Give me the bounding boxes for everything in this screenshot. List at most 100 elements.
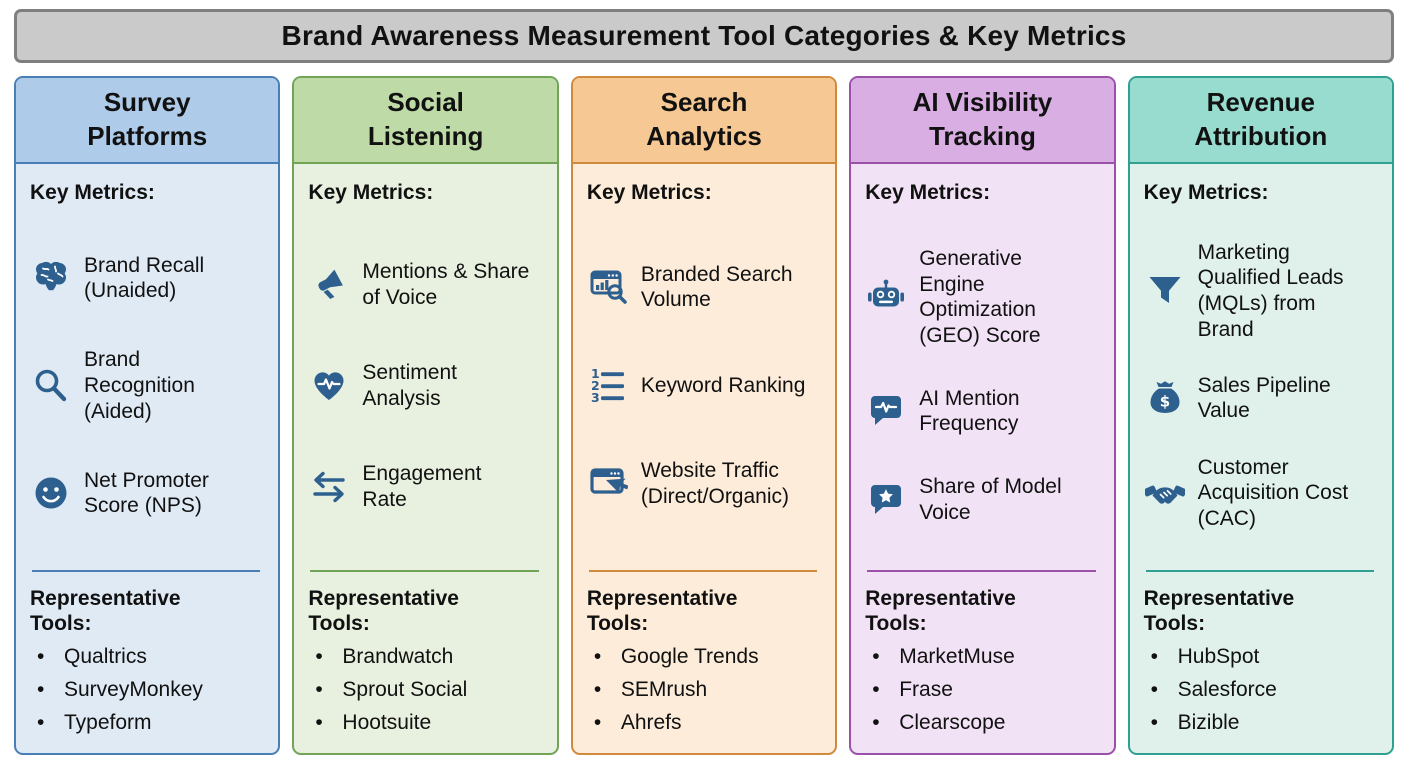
- divider: [588, 570, 818, 573]
- metric-label: Share of Model Voice: [919, 474, 1062, 524]
- metric-item: Marketing Qualified Leads (MQLs) from Br…: [1144, 240, 1382, 342]
- metric-item: Engagement Rate: [308, 461, 546, 512]
- column-header: Search Analytics: [572, 78, 836, 164]
- chat-pulse-icon: [865, 391, 907, 431]
- bullet: •: [315, 710, 323, 734]
- key-metrics-label: Key Metrics:: [30, 181, 155, 204]
- tool-item: •Ahrefs: [587, 711, 825, 735]
- metric-item: Website Traffic (Direct/Organic): [587, 458, 825, 509]
- category-column-social-listening: Social Listening Key Metrics:: [292, 76, 559, 755]
- tool-label: Qualtrics: [64, 644, 147, 668]
- metric-item: Generative Engine Optimization (GEO) Sco…: [865, 246, 1103, 348]
- smiley-icon: [30, 473, 72, 513]
- divider: [867, 570, 1096, 573]
- tools-label: Representative Tools:: [308, 587, 459, 636]
- tool-label: Bizible: [1177, 710, 1240, 734]
- bullet: •: [593, 644, 602, 668]
- column-body: Key Metrics: Mentions & Share of Voice: [294, 164, 556, 753]
- tool-item: •Clearscope: [865, 711, 1103, 735]
- tool-label: Google Trends: [620, 644, 759, 668]
- metric-label: Sales Pipeline Value: [1197, 373, 1331, 423]
- category-columns: Survey Platforms Key Metrics: Brand Reca…: [14, 76, 1395, 755]
- column-title: Social Listening: [367, 87, 484, 151]
- heart-pulse-icon: [308, 366, 350, 406]
- metric-label: Engagement Rate: [362, 462, 482, 511]
- tools-list: •MarketMuse •Frase •Clearscope: [865, 645, 1103, 735]
- column-title: AI Visibility Tracking: [912, 87, 1053, 151]
- metric-label: Brand Recall (Unaided): [84, 253, 205, 303]
- column-title: Survey Platforms: [87, 87, 208, 151]
- tool-label: SEMrush: [620, 677, 708, 701]
- svg-text:$: $: [1159, 393, 1169, 411]
- svg-text:1: 1: [591, 366, 600, 381]
- key-metrics-label: Key Metrics:: [586, 181, 712, 204]
- tools-list: •HubSpot •Salesforce •Bizible: [1144, 645, 1382, 735]
- tools-list: •Brandwatch •Sprout Social •Hootsuite: [308, 645, 546, 735]
- bullet: •: [37, 677, 45, 701]
- handshake-icon: [1144, 473, 1186, 513]
- metric-item: 1 2 3 Keyword Ranking: [587, 366, 825, 406]
- key-metrics-label: Key Metrics:: [308, 181, 434, 204]
- numbered-list-icon: 1 2 3: [587, 366, 629, 406]
- column-header: Survey Platforms: [16, 78, 279, 164]
- tool-item: • Brandwatch: [308, 645, 546, 669]
- bullet: •: [872, 677, 880, 701]
- tool-item: • SEMrush: [587, 678, 825, 702]
- column-body: Key Metrics: Marketing Qualified Leads (…: [1130, 164, 1392, 753]
- tool-label: Clearscope: [899, 710, 1006, 734]
- key-metrics-label: Key Metrics:: [1143, 181, 1269, 204]
- metric-label: Net Promoter Score (NPS): [84, 468, 209, 518]
- tool-item: • Bizible: [1144, 711, 1382, 735]
- tools-label: Representative Tools:: [1143, 587, 1295, 636]
- metric-item: Share of Model Voice: [865, 474, 1103, 525]
- bullet: •: [593, 710, 602, 734]
- brain-icon: [30, 258, 72, 298]
- metric-item: Mentions & Share of Voice: [308, 259, 546, 310]
- category-column-revenue-attribution: Revenue Attribution Key Metrics: Marketi…: [1127, 76, 1395, 755]
- metrics-list: Mentions & Share of Voice Sentiment Anal…: [308, 205, 546, 570]
- metric-label: Customer Acquisition Cost (CAC): [1197, 455, 1349, 530]
- bullet: •: [1150, 710, 1158, 734]
- divider: [32, 570, 261, 573]
- tools-label: Representative Tools:: [30, 587, 181, 636]
- metric-label: Website Traffic (Direct/Organic): [640, 459, 790, 508]
- metric-item: Customer Acquisition Cost (CAC): [1144, 455, 1382, 532]
- swap-arrows-icon: [308, 467, 350, 507]
- divider: [1145, 570, 1375, 573]
- metrics-list: Marketing Qualified Leads (MQLs) from Br…: [1144, 205, 1382, 570]
- column-body: Key Metrics:: [851, 164, 1113, 753]
- magnifier-icon: [30, 366, 72, 406]
- category-column-ai-visibility-tracking: AI Visibility Tracking Key Metrics:: [849, 76, 1116, 755]
- metric-item: Brand Recognition (Aided): [30, 347, 268, 424]
- bullet: •: [315, 677, 323, 701]
- metric-label: Marketing Qualified Leads (MQLs) from Br…: [1197, 240, 1344, 341]
- metric-item: Brand Recall (Unaided): [30, 253, 268, 304]
- category-column-search-analytics: Search Analytics Key Metrics:: [570, 76, 838, 755]
- bullet: •: [593, 677, 602, 701]
- tools-list: • Google Trends • SEMrush •Ahrefs: [587, 645, 825, 735]
- bullet: •: [315, 644, 323, 668]
- metric-label: Branded Search Volume: [640, 262, 793, 312]
- key-metrics-label: Key Metrics:: [865, 181, 991, 204]
- tool-item: •HubSpot: [1144, 645, 1382, 669]
- tool-label: Brandwatch: [342, 644, 454, 668]
- bullet: •: [872, 644, 880, 668]
- svg-text:2: 2: [591, 378, 600, 393]
- tool-item: •Typeform: [30, 711, 268, 735]
- page-title: Brand Awareness Measurement Tool Categor…: [281, 20, 1127, 51]
- bullet: •: [1150, 644, 1158, 668]
- tools-label: Representative Tools:: [865, 587, 1016, 636]
- column-body: Key Metrics:: [573, 164, 835, 753]
- metric-label: Mentions & Share of Voice: [362, 260, 530, 309]
- tool-item: • Google Trends: [587, 645, 825, 669]
- tool-item: •MarketMuse: [865, 645, 1103, 669]
- tool-item: •Frase: [865, 678, 1103, 702]
- metric-item: AI Mention Frequency: [865, 386, 1103, 437]
- metric-item: $ Sales Pipeline Value: [1144, 373, 1382, 424]
- title-bar: Brand Awareness Measurement Tool Categor…: [14, 9, 1394, 63]
- tool-item: •SurveyMonkey: [30, 678, 268, 702]
- metric-item: Net Promoter Score (NPS): [30, 468, 268, 519]
- money-bag-icon: $: [1144, 378, 1186, 418]
- metrics-list: Brand Recall (Unaided) Brand Recognition…: [30, 205, 268, 570]
- svg-text:3: 3: [591, 390, 600, 405]
